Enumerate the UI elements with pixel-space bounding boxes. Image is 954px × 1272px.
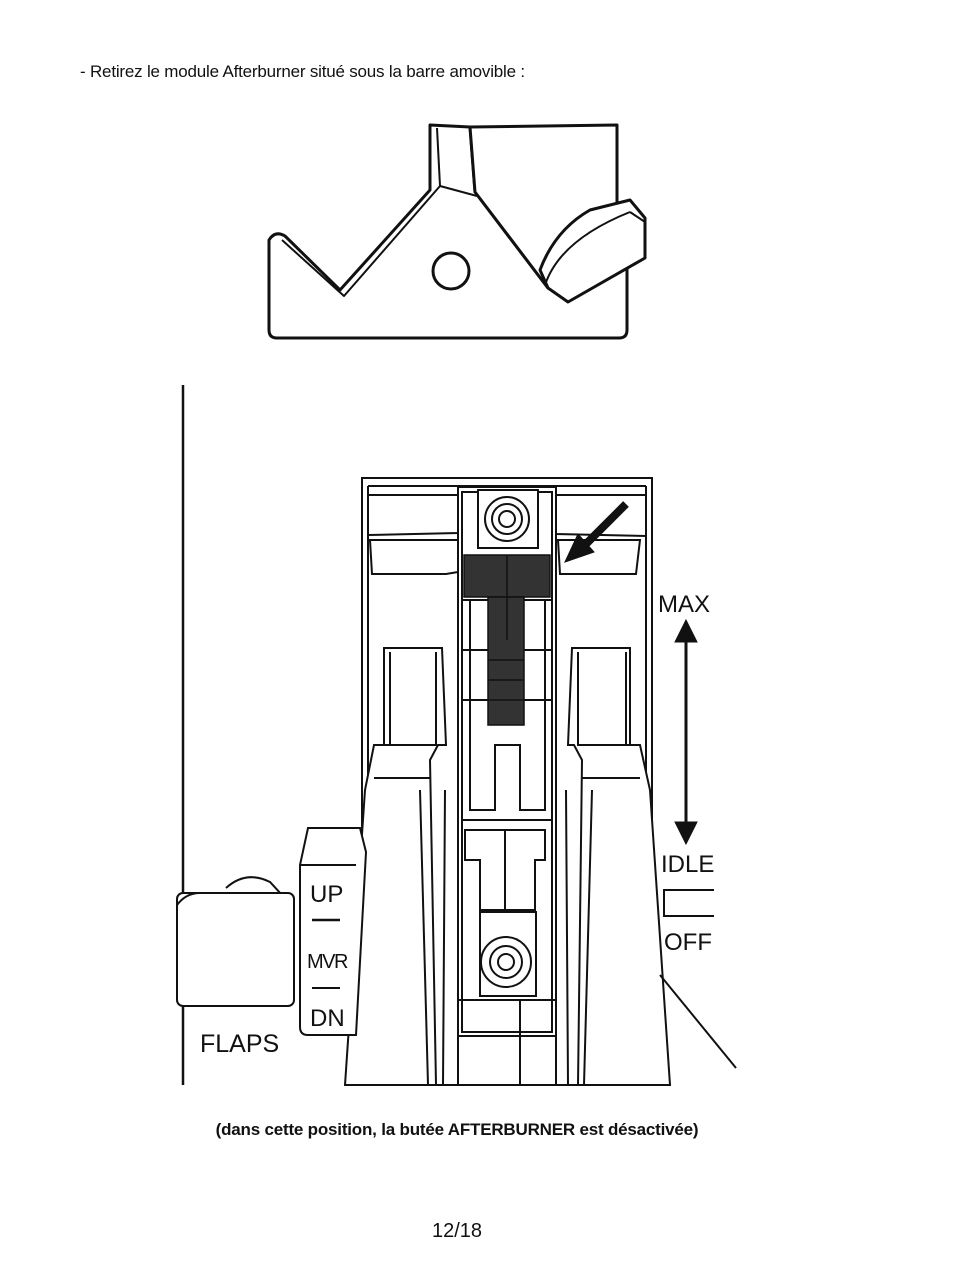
throttle-illustration: MAX IDLE OFF UP MVR DN FLAPS xyxy=(176,385,737,1086)
off-label: OFF xyxy=(664,929,712,956)
pointer-arrow xyxy=(564,501,629,563)
afterburner-stop xyxy=(463,554,551,726)
mvr-label: MVR xyxy=(307,951,348,973)
dn-label: DN xyxy=(310,1005,345,1032)
caption-text: (dans cette position, la butée AFTERBURN… xyxy=(215,1120,699,1139)
afterburner-module-illustration xyxy=(267,123,647,340)
idle-label: IDLE xyxy=(661,851,714,878)
up-label: UP xyxy=(310,881,343,908)
instruction-text: - Retirez le module Afterburner situé so… xyxy=(80,62,525,81)
max-idle-arrow xyxy=(674,618,698,846)
max-label: MAX xyxy=(658,591,710,618)
page-number: 12/18 xyxy=(431,1220,483,1242)
flaps-label: FLAPS xyxy=(200,1030,279,1058)
